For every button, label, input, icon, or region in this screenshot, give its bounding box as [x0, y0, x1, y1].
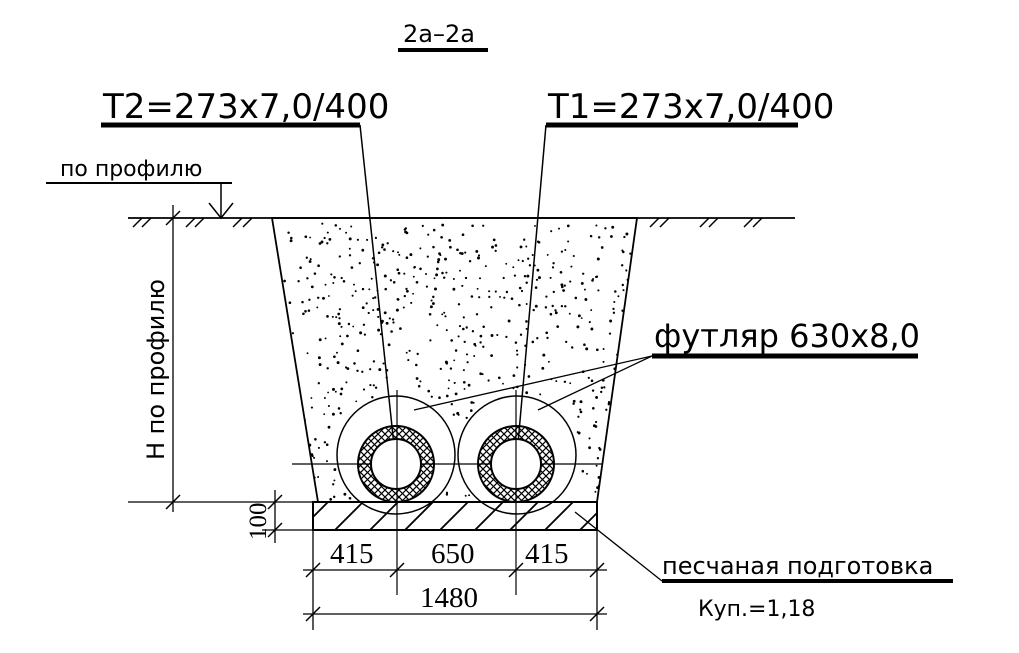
- compaction-label: Куп.=1,18: [698, 597, 815, 622]
- casing-leader-right: [537, 355, 653, 411]
- dim-right-offset: 415: [525, 538, 569, 570]
- pipe-t1-label: Т1=273х7,0/400: [547, 87, 834, 127]
- depth-label: Н по профилю: [142, 279, 170, 460]
- dim-total-width: 1480: [420, 582, 478, 614]
- pipe-t1-leader: [516, 124, 547, 456]
- pipe-t2-label: Т2=273х7,0/400: [102, 87, 389, 127]
- pipe-t2-insulated: [357, 425, 435, 503]
- bedding-dim-tick-bottom: [267, 522, 283, 538]
- ground-level-note: по профилю: [60, 157, 202, 182]
- bedding-thickness-value: 100: [245, 503, 272, 541]
- casing-label: футляр 630х8,0: [654, 317, 920, 355]
- bedding-label: песчаная подготовка: [662, 552, 933, 580]
- dim-chain-ticks: [305, 562, 605, 578]
- casing-leader-left: [413, 355, 653, 411]
- dim-total-tick-left: [305, 606, 321, 622]
- sand-bedding-hatch: [313, 502, 597, 530]
- dim-left-offset: 415: [330, 538, 374, 570]
- bedding-dim-tick-top: [267, 494, 283, 510]
- dim-pipe-spacing: 650: [431, 538, 475, 570]
- casing-right: [457, 395, 577, 515]
- dim-total-tick-right: [589, 606, 605, 622]
- section-title: 2а–2а: [403, 20, 475, 48]
- casing-left: [336, 395, 456, 515]
- depth-tick-top: [165, 210, 181, 226]
- ground-hatch-marks: [132, 217, 763, 228]
- bedding-leader: [574, 511, 663, 582]
